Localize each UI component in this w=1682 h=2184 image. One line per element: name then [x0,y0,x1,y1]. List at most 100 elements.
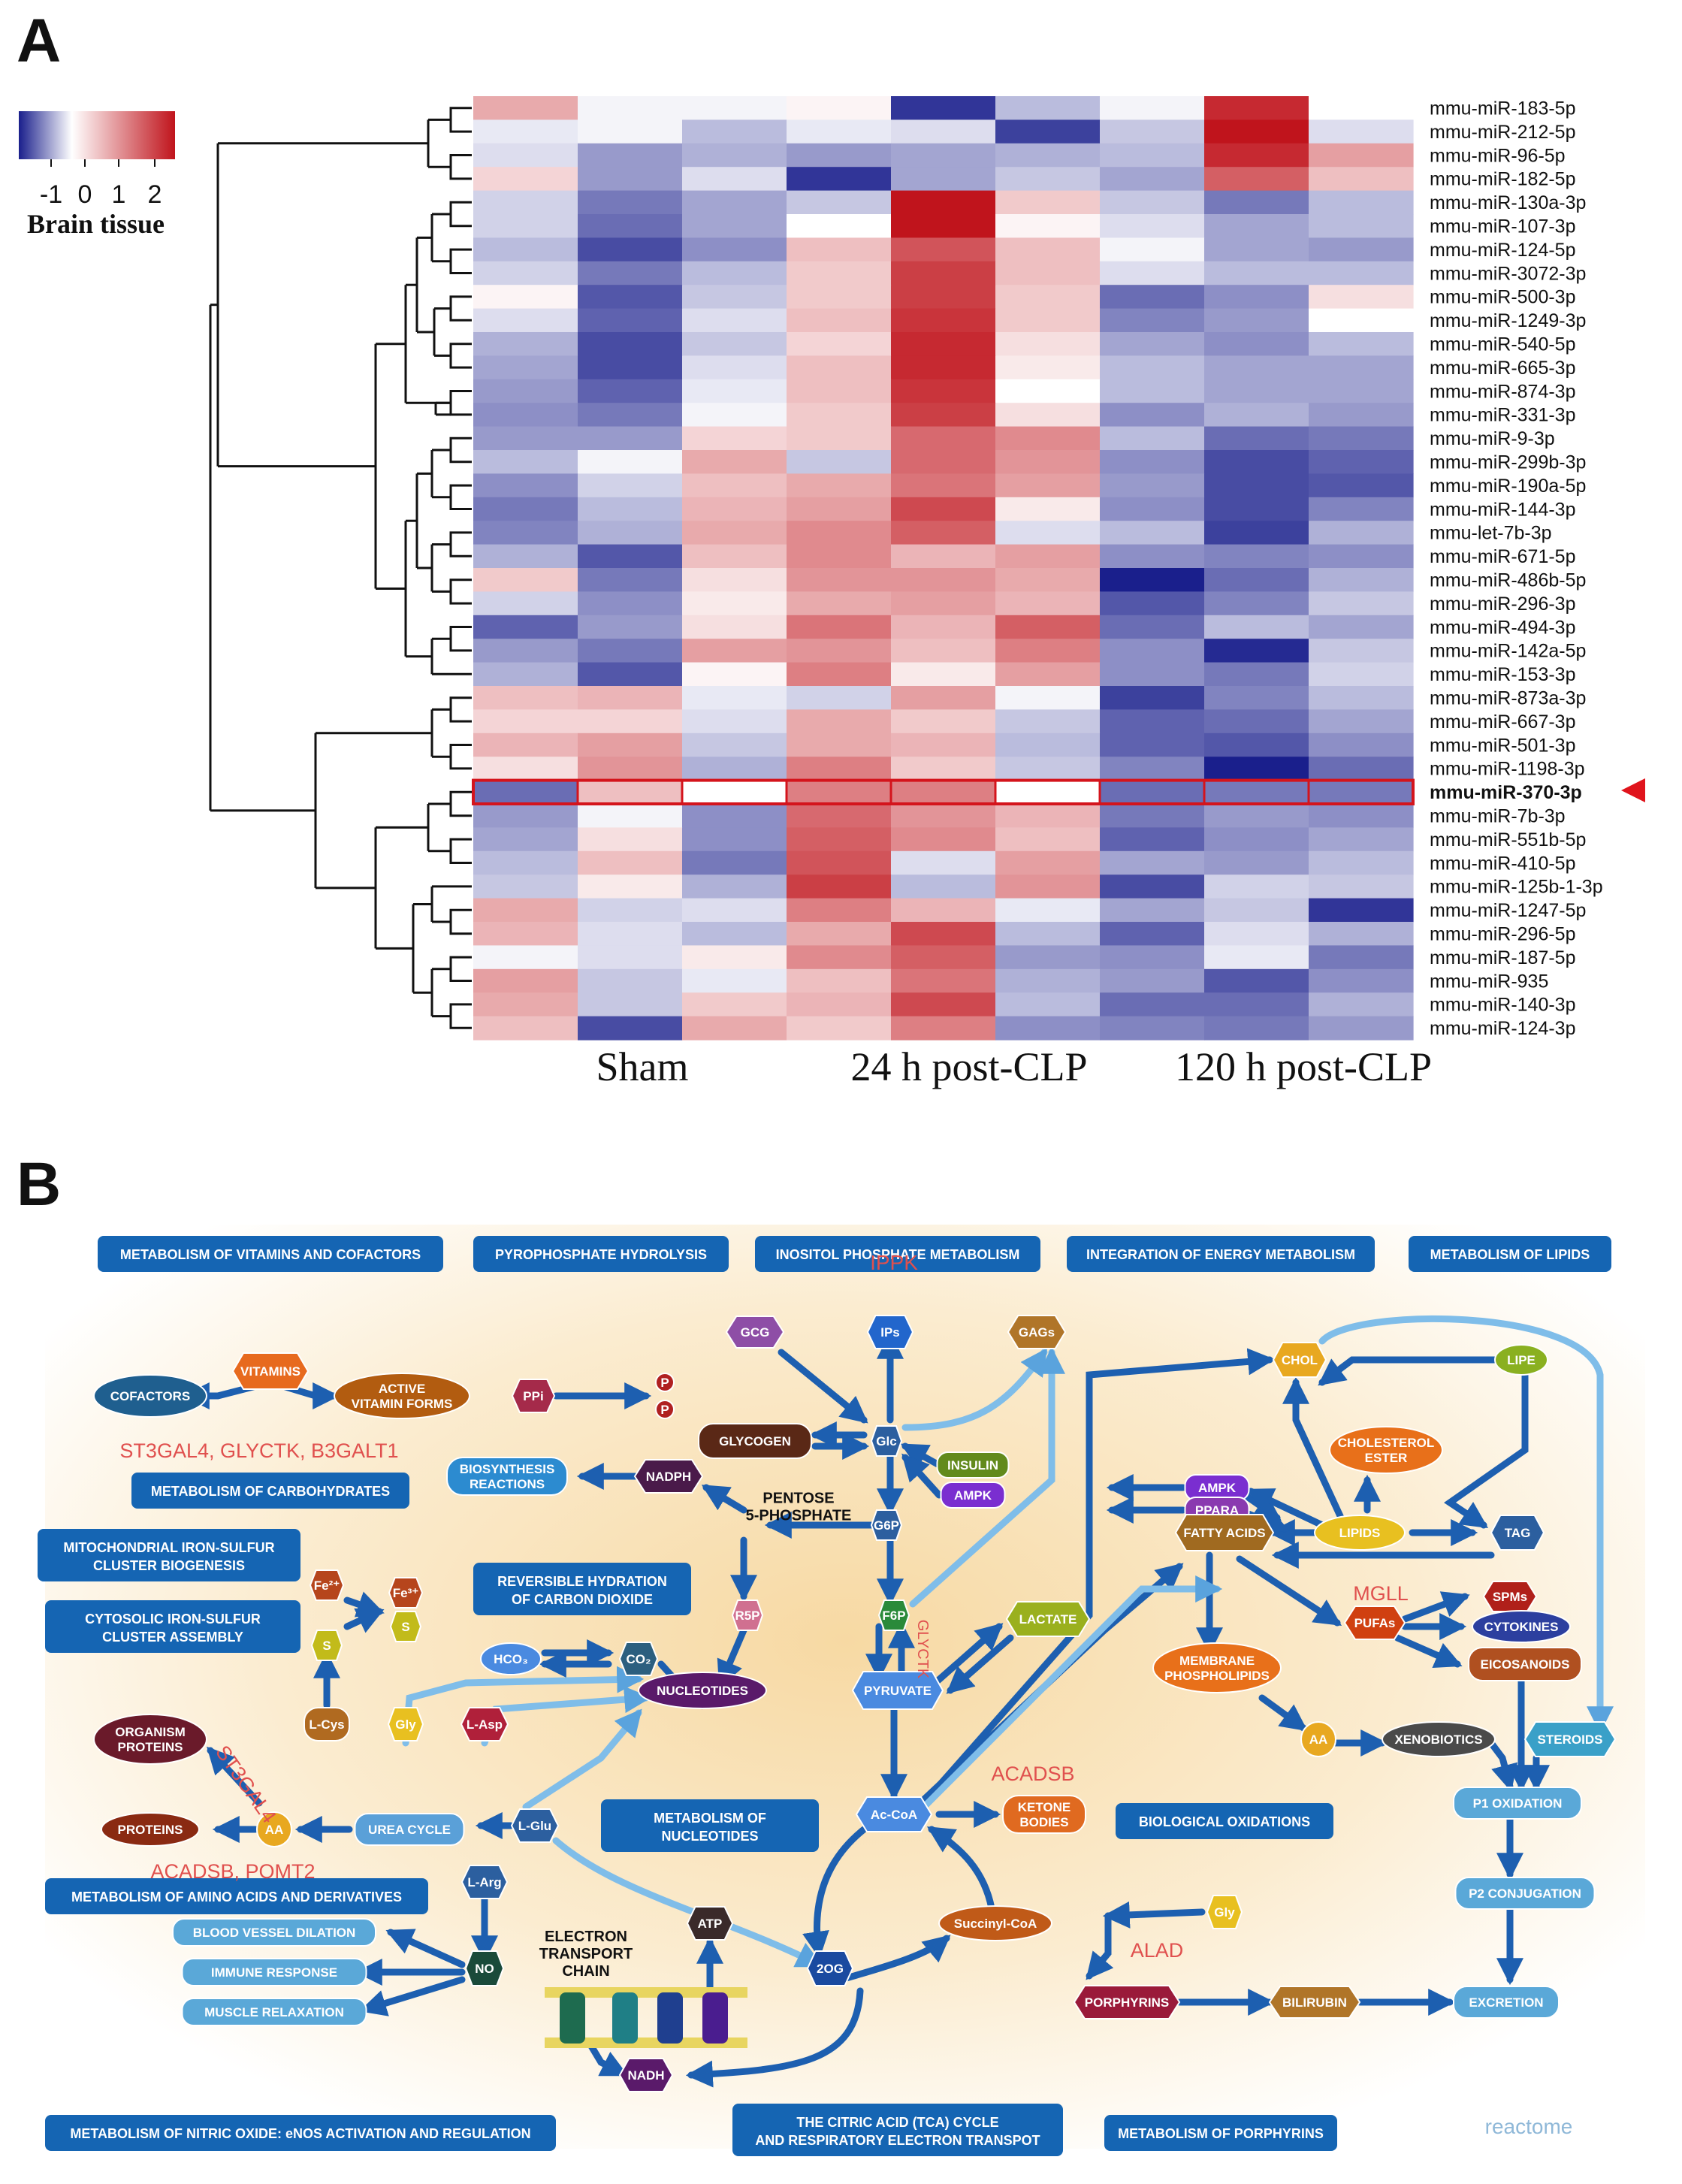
legend-tick: 2 [148,180,162,209]
node-acoa [855,1796,933,1832]
heatmap-cell [995,119,1101,144]
heatmap-cell [682,521,787,545]
heatmap-cell [682,497,787,521]
heatmap-cell [578,945,683,970]
heatmap-cell [473,143,578,168]
node-aa [256,1811,292,1847]
heatmap-cell [891,143,996,168]
heatmap-cell [578,757,683,781]
heatmap-cell [1204,591,1309,616]
heatmap-cell [578,827,683,852]
category-box-vitamins [98,1236,443,1272]
node-biosynth-label: REACTIONS [470,1477,545,1491]
node-f6p-label: F6P [882,1609,905,1623]
heatmap-cell [1204,615,1309,639]
heatmap-cell [995,945,1101,970]
node-muscle-label: MUSCLE RELAXATION [204,2005,344,2019]
arrow-chol-steroids [1318,1315,1614,1734]
heatmap-cell [473,662,578,687]
heatmap-cell [891,780,996,805]
heatmap-cell [473,261,578,285]
heatmap-cell [1100,757,1205,781]
category-box-nucleotides-1 [601,1799,819,1852]
heatmap-cell [473,615,578,639]
heatmap-cell [1204,355,1309,380]
gene-ippk: IPPK [870,1251,918,1274]
heatmap-cell [473,497,578,521]
heatmap-cell [995,143,1101,168]
row-label: mmu-miR-667-3p [1430,711,1575,733]
category-box-nitric [45,2115,556,2151]
node-og-label: 2OG [817,1962,844,1976]
node-p [655,1373,675,1392]
node-fatty-label: FATTY ACIDS [1183,1526,1265,1540]
heatmap-cell [1204,190,1309,215]
node-insulin-label: INSULIN [947,1458,998,1473]
heatmap-cell [473,308,578,333]
color-scale-legend: -1 0 1 2 Brain tissue [19,111,175,239]
legend-tick: 0 [78,180,92,209]
heatmap-cell [578,261,683,285]
heatmap-cell [1309,827,1414,852]
node-og [806,1950,854,1986]
node-organism [93,1714,207,1765]
heatmap-cell [1309,804,1414,828]
row-label: mmu-miR-125b-1-3p [1430,877,1603,898]
heatmap-cell [1309,237,1414,262]
node-bilirubin [1268,1986,1361,2019]
node-lipe [1494,1344,1548,1376]
heatmap-cell [578,591,683,616]
node-ketone-label: KETONE [1018,1800,1071,1814]
heatmap-cell [473,403,578,427]
heatmap-cell [1100,780,1205,805]
arrow-lipe-chol [1318,1356,1499,1386]
heatmap-cell [682,1016,787,1041]
heatmap-cell [1309,521,1414,545]
node-pyruvate-label: PYRUVATE [864,1684,932,1698]
row-label: mmu-miR-142a-5p [1430,641,1586,662]
heatmap-cell [787,332,892,356]
node-porph [1073,1985,1181,2019]
node-no-label: NO [475,1962,494,1976]
heatmap-cell [682,544,787,569]
category-label: REVERSIBLE HYDRATION [497,1574,667,1589]
node-glc-label: Glc [876,1434,896,1448]
row-label: mmu-miR-873a-3p [1430,687,1586,708]
heatmap-cell [787,544,892,569]
arrow-acoa-chol [916,1348,1276,1811]
heatmap-cell [578,992,683,1017]
group-label-120h: 120 h post-CLP [1175,1044,1432,1089]
heatmap-cell [682,568,787,592]
node-larg-label: L-Arg [467,1875,501,1889]
heatmap-cell [891,898,996,923]
heatmap-cell [891,544,996,569]
heatmap-cell [891,426,996,451]
heatmap-cell [787,922,892,946]
row-label: mmu-miR-9-3p [1430,428,1555,449]
heatmap-cell [1204,968,1309,993]
node-aa-label: AA [265,1823,284,1837]
heatmap-cell [891,403,996,427]
row-label: mmu-miR-1198-3p [1430,759,1585,780]
category-box-porphyrins [1104,2115,1337,2151]
node-hco3 [480,1642,542,1675]
node-g6p [870,1509,903,1541]
node-succ [938,1905,1052,1941]
heatmap-cell [1100,167,1205,192]
node-p1 [1453,1787,1582,1820]
heatmap-cell [1309,143,1414,168]
heatmap-cell [473,1016,578,1041]
arrow-pyruvate-lactate [932,1623,1004,1687]
heatmap-cell [787,143,892,168]
heatmap-cell [578,214,683,238]
heatmap-cell [891,450,996,474]
row-label: mmu-miR-187-5p [1430,947,1575,968]
heatmap-cell [891,804,996,828]
heatmap-cell [682,615,787,639]
node-ppi-label: PPi [523,1389,543,1403]
row-label: mmu-miR-370-3p [1430,782,1582,803]
heatmap-cell [787,473,892,498]
node-pufas [1343,1606,1406,1640]
heatmap-cell [787,119,892,144]
